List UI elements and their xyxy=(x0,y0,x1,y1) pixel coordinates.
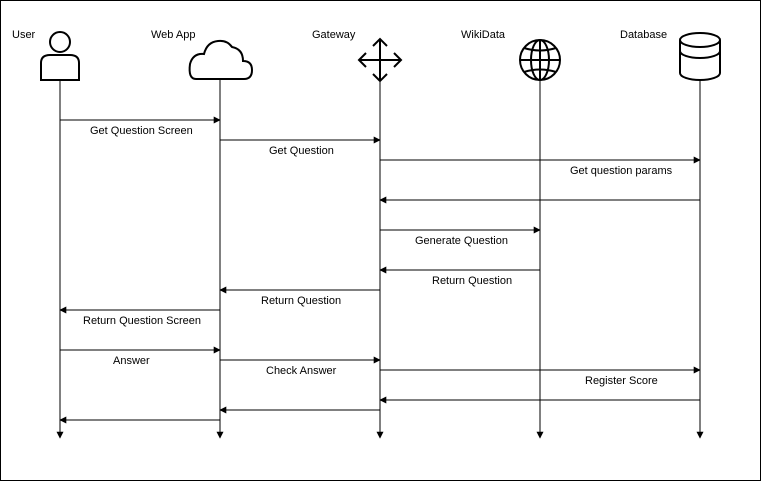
message-9: Answer xyxy=(60,346,221,367)
message-7: Return Question xyxy=(219,286,380,307)
message-label: Generate Question xyxy=(415,235,508,247)
message-label: Return Question xyxy=(432,275,512,287)
message-label: Get Question Screen xyxy=(90,125,193,137)
database-icon xyxy=(679,32,721,81)
message-8: Return Question Screen xyxy=(59,306,220,327)
participant-label-database: Database xyxy=(620,29,667,41)
message-label: Return Question Screen xyxy=(83,315,201,327)
globe-icon xyxy=(519,39,561,81)
cloud-icon xyxy=(188,39,254,80)
message-label: Answer xyxy=(113,355,150,367)
user-icon xyxy=(40,31,80,81)
message-label: Return Question xyxy=(261,295,341,307)
participant-label-webapp: Web App xyxy=(151,29,195,41)
message-label: Check Answer xyxy=(266,365,337,377)
message-10: Check Answer xyxy=(220,356,381,377)
message-6: Return Question xyxy=(379,266,540,287)
message-3: Get question params xyxy=(380,156,701,177)
message-11: Register Score xyxy=(380,366,701,387)
participant-label-wikidata: WikiData xyxy=(461,29,506,41)
message-1: Get Question Screen xyxy=(60,116,221,137)
message-label: Get Question xyxy=(269,145,334,157)
participant-label-user: User xyxy=(12,29,36,41)
message-label: Register Score xyxy=(585,375,658,387)
participant-label-gateway: Gateway xyxy=(312,29,356,41)
message-label: Get question params xyxy=(570,165,673,177)
message-2: Get Question xyxy=(220,136,381,157)
message-5: Generate Question xyxy=(380,226,541,247)
